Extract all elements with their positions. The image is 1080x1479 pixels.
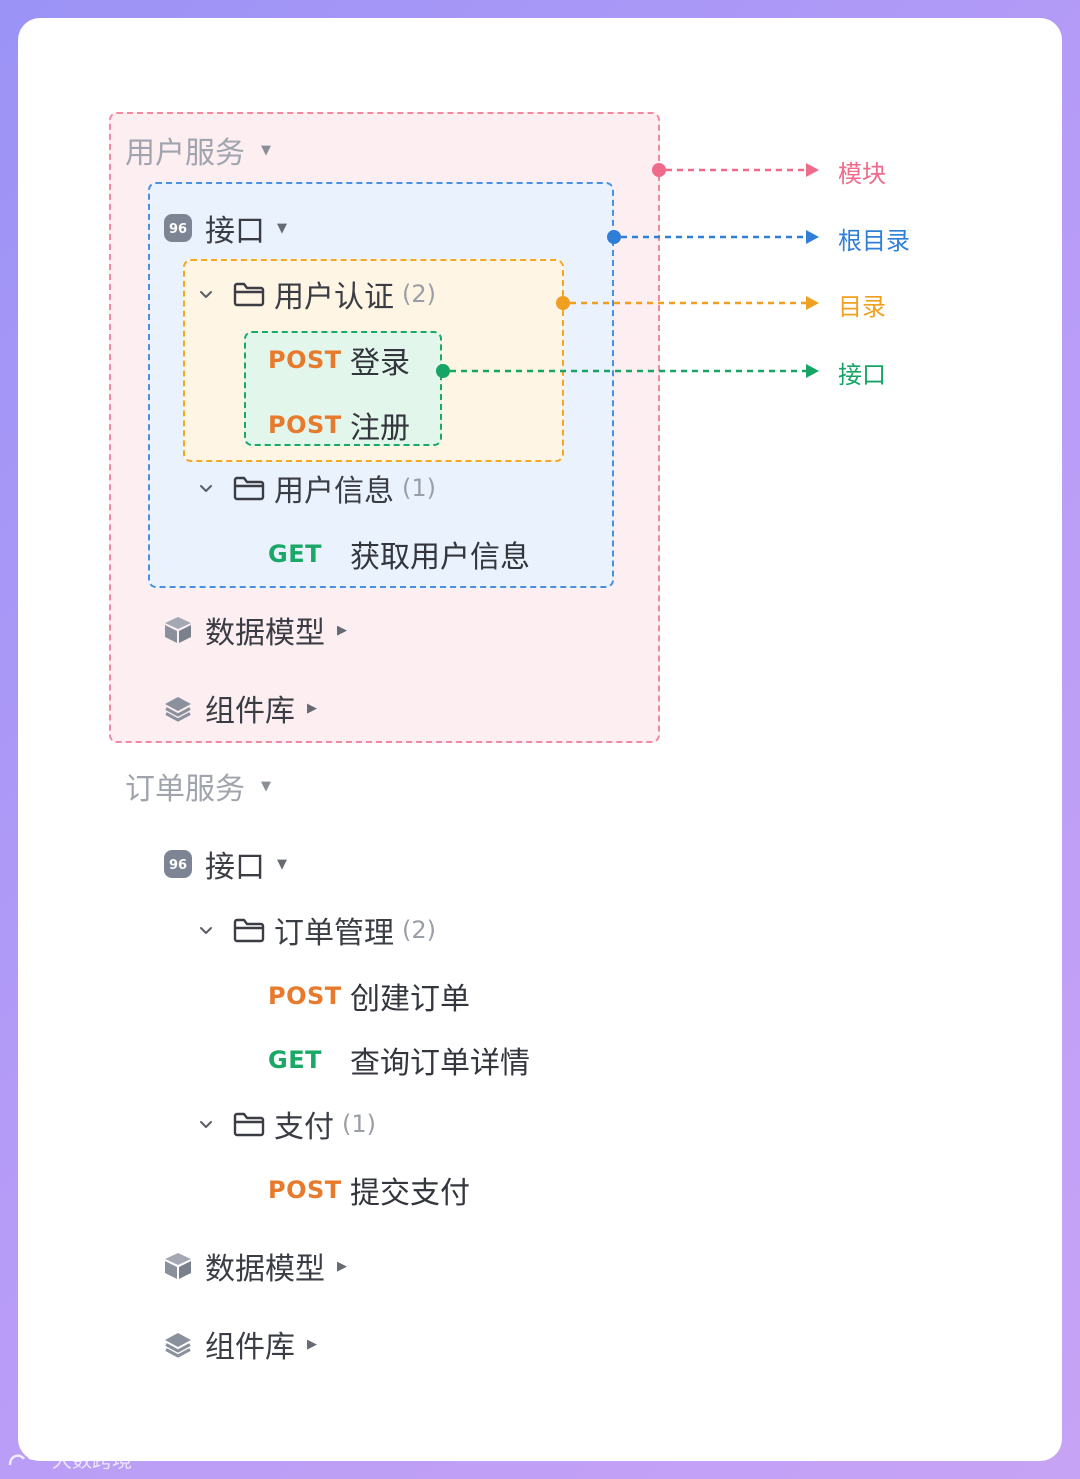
caret-down-icon: ▼ bbox=[277, 220, 287, 236]
root-label: 接口 bbox=[205, 850, 265, 885]
folder-icon bbox=[233, 282, 265, 307]
folder-icon bbox=[233, 918, 265, 943]
api-item[interactable]: POST 注册 bbox=[268, 403, 410, 447]
components-item[interactable]: 组件库 ▶ bbox=[163, 686, 317, 730]
folder-item[interactable]: 用户信息 (1) bbox=[196, 466, 436, 510]
method-badge: POST bbox=[268, 982, 342, 1010]
svg-text:96: 96 bbox=[169, 222, 187, 237]
api-item[interactable]: POST 登录 bbox=[268, 338, 410, 382]
module-connector bbox=[652, 163, 819, 177]
folder-count: (1) bbox=[402, 474, 436, 502]
api-name: 登录 bbox=[350, 346, 410, 381]
chevron-down-icon[interactable] bbox=[196, 920, 216, 940]
components-label: 组件库 bbox=[205, 694, 295, 729]
folder-count: (2) bbox=[402, 916, 436, 944]
data-models-item[interactable]: 数据模型 ▶ bbox=[163, 1244, 347, 1288]
api-name: 提交支付 bbox=[350, 1176, 470, 1211]
api-item[interactable]: GET 查询订单详情 bbox=[268, 1038, 530, 1082]
components-item[interactable]: 组件库 ▶ bbox=[163, 1322, 317, 1366]
data-models-label: 数据模型 bbox=[205, 616, 325, 651]
method-badge: GET bbox=[268, 540, 322, 568]
api-icon: 96 bbox=[164, 850, 192, 878]
folder-label: 支付 bbox=[274, 1110, 334, 1145]
root-label: 接口 bbox=[205, 214, 265, 249]
caret-right-icon: ▶ bbox=[307, 700, 317, 716]
method-badge: GET bbox=[268, 1046, 322, 1074]
data-models-label: 数据模型 bbox=[205, 1252, 325, 1287]
api-item[interactable]: POST 创建订单 bbox=[268, 974, 470, 1018]
folder-item[interactable]: 用户认证 (2) bbox=[196, 272, 436, 316]
folder-count: (1) bbox=[342, 1110, 376, 1138]
layers-icon bbox=[165, 1333, 191, 1358]
cube-icon bbox=[165, 617, 191, 643]
module-title: 订单服务 bbox=[125, 772, 245, 807]
legend-directory-label: 目录 bbox=[838, 293, 886, 321]
chevron-down-icon[interactable] bbox=[196, 284, 216, 304]
api-name: 获取用户信息 bbox=[350, 540, 530, 575]
api-name: 查询订单详情 bbox=[350, 1046, 530, 1081]
chevron-down-icon[interactable] bbox=[196, 1114, 216, 1134]
caret-down-icon: ▼ bbox=[277, 856, 287, 872]
root-connector bbox=[607, 230, 819, 244]
svg-text:96: 96 bbox=[169, 858, 187, 873]
api-name: 创建订单 bbox=[350, 982, 470, 1017]
api-icon: 96 bbox=[164, 214, 192, 242]
module-header[interactable]: 用户服务 ▼ bbox=[125, 128, 271, 172]
api-name: 注册 bbox=[350, 411, 410, 446]
caret-right-icon: ▶ bbox=[337, 1258, 347, 1274]
root-item[interactable]: 96 接口 ▼ bbox=[163, 206, 287, 250]
folder-icon bbox=[233, 476, 265, 501]
module-header[interactable]: 订单服务 ▼ bbox=[125, 764, 271, 808]
folder-item[interactable]: 订单管理 (2) bbox=[196, 908, 436, 952]
directory-connector bbox=[556, 296, 819, 310]
legend-api-label: 接口 bbox=[838, 361, 886, 389]
folder-count: (2) bbox=[402, 280, 436, 308]
cube-icon bbox=[165, 1253, 191, 1279]
folder-icon bbox=[233, 1112, 265, 1137]
caret-down-icon: ▼ bbox=[261, 778, 271, 794]
api-item[interactable]: GET 获取用户信息 bbox=[268, 532, 530, 576]
root-item[interactable]: 96 接口 ▼ bbox=[163, 842, 287, 886]
folder-item[interactable]: 支付 (1) bbox=[196, 1102, 376, 1146]
caret-down-icon: ▼ bbox=[261, 142, 271, 158]
method-badge: POST bbox=[268, 411, 342, 439]
folder-label: 订单管理 bbox=[274, 916, 394, 951]
watermark-logo-icon bbox=[8, 1449, 45, 1465]
watermark-text: 大数跨境 bbox=[52, 1448, 132, 1472]
watermark: 大数跨境 bbox=[6, 1444, 132, 1473]
caret-right-icon: ▶ bbox=[337, 622, 347, 638]
chevron-down-icon[interactable] bbox=[196, 478, 216, 498]
method-badge: POST bbox=[268, 1176, 342, 1204]
api-item[interactable]: POST 提交支付 bbox=[268, 1168, 470, 1212]
api-connector bbox=[436, 364, 819, 378]
legend-module-label: 模块 bbox=[838, 160, 886, 188]
folder-label: 用户认证 bbox=[274, 280, 394, 315]
api-highlight-box bbox=[244, 331, 442, 446]
folder-label: 用户信息 bbox=[274, 474, 394, 509]
legend-root-label: 根目录 bbox=[838, 227, 910, 255]
data-models-item[interactable]: 数据模型 ▶ bbox=[163, 608, 347, 652]
layers-icon bbox=[165, 697, 191, 722]
module-title: 用户服务 bbox=[125, 136, 245, 171]
components-label: 组件库 bbox=[205, 1330, 295, 1365]
caret-right-icon: ▶ bbox=[307, 1336, 317, 1352]
method-badge: POST bbox=[268, 346, 342, 374]
